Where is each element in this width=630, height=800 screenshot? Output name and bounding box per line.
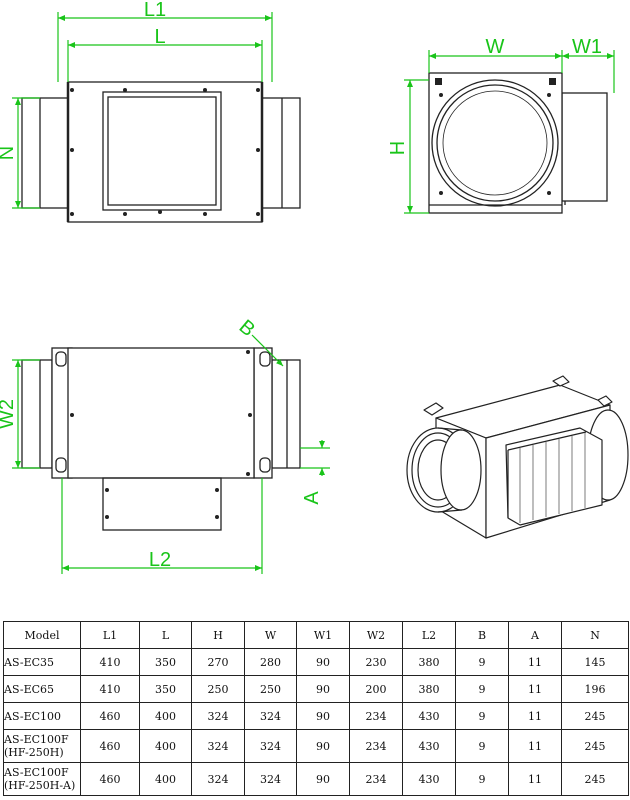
table-cell: 250 (191, 675, 245, 703)
table-header-cell: L2 (402, 621, 456, 649)
table-cell: 245 (561, 729, 629, 763)
table-cell: 324 (244, 729, 297, 763)
table-cell: 9 (455, 729, 509, 763)
dim-label-n: N (0, 146, 18, 160)
table-cell: 460 (80, 702, 140, 730)
isometric-view-details (519, 433, 586, 523)
front-view-dimensions (404, 50, 615, 214)
table-cell: 200 (349, 675, 403, 703)
dim-label-h: H (387, 141, 409, 155)
table-cell: AS-EC100F (HF-250H-A) (3, 762, 81, 796)
table-cell: 9 (455, 762, 509, 796)
top-view (21, 81, 301, 223)
table-cell: 324 (191, 729, 245, 763)
bottom-view (21, 347, 301, 531)
table-cell: 410 (80, 675, 140, 703)
table-cell: 90 (296, 648, 350, 676)
dim-label-w: W (486, 36, 505, 58)
table-cell: 196 (561, 675, 629, 703)
table-cell: 410 (80, 648, 140, 676)
table-header-cell: L (139, 621, 192, 649)
dim-label-l1: L1 (144, 0, 166, 21)
table-cell: 350 (139, 648, 192, 676)
dim-label-l: L (154, 26, 165, 48)
dim-label-w1: W1 (572, 36, 602, 58)
table-cell: 460 (80, 729, 140, 763)
table-header-cell: L1 (80, 621, 140, 649)
table-cell: 234 (349, 762, 403, 796)
table-cell: 90 (296, 675, 350, 703)
table-cell: 234 (349, 729, 403, 763)
table-cell: 234 (349, 702, 403, 730)
table-cell: 400 (139, 762, 192, 796)
dim-label-b: B (235, 316, 259, 341)
table-cell: AS-EC65 (3, 675, 81, 703)
bottom-view-dimensions (12, 334, 330, 574)
table-cell: 324 (244, 762, 297, 796)
table-cell: 230 (349, 648, 403, 676)
table-cell: 280 (244, 648, 297, 676)
technical-drawing: L1 L N W W1 H (0, 0, 629, 574)
table-cell: AS-EC100 (3, 702, 81, 730)
table-cell: 324 (191, 702, 245, 730)
table-header-cell: Model (3, 621, 81, 649)
table-cell: 400 (139, 702, 192, 730)
table-cell: 90 (296, 729, 350, 763)
table-cell: 9 (455, 648, 509, 676)
table-cell: 11 (508, 762, 562, 796)
dim-label-l2: L2 (149, 549, 171, 571)
table-cell: 11 (508, 702, 562, 730)
table-cell: 324 (244, 702, 297, 730)
table-cell: 11 (508, 648, 562, 676)
table-cell: 90 (296, 762, 350, 796)
table-cell: 350 (139, 675, 192, 703)
table-header-cell: W (244, 621, 297, 649)
table-cell: 430 (402, 729, 456, 763)
table-cell: 11 (508, 729, 562, 763)
table-cell: 460 (80, 762, 140, 796)
table-cell: 324 (191, 762, 245, 796)
top-view-dimensions (12, 12, 273, 209)
dim-label-a: A (301, 491, 323, 505)
table-cell: 270 (191, 648, 245, 676)
table-cell: 145 (561, 648, 629, 676)
table-cell: AS-EC35 (3, 648, 81, 676)
table-cell: 245 (561, 702, 629, 730)
table-header-cell: B (455, 621, 509, 649)
table-cell: 380 (402, 675, 456, 703)
table-header-cell: A (508, 621, 562, 649)
table-cell: 9 (455, 675, 509, 703)
table-cell: 9 (455, 702, 509, 730)
front-view (428, 72, 608, 214)
table-cell: 430 (402, 762, 456, 796)
isometric-view (406, 375, 629, 539)
table-header-cell: W2 (349, 621, 403, 649)
table-header-cell: W1 (296, 621, 350, 649)
table-cell: 380 (402, 648, 456, 676)
table-header-cell: N (561, 621, 629, 649)
table-cell: 250 (244, 675, 297, 703)
table-cell: 11 (508, 675, 562, 703)
table-cell: 400 (139, 729, 192, 763)
table-cell: 245 (561, 762, 629, 796)
dim-label-w2: W2 (0, 399, 18, 429)
table-header-cell: H (191, 621, 245, 649)
table-cell: AS-EC100F (HF-250H) (3, 729, 81, 763)
table-cell: 90 (296, 702, 350, 730)
table-cell: 430 (402, 702, 456, 730)
